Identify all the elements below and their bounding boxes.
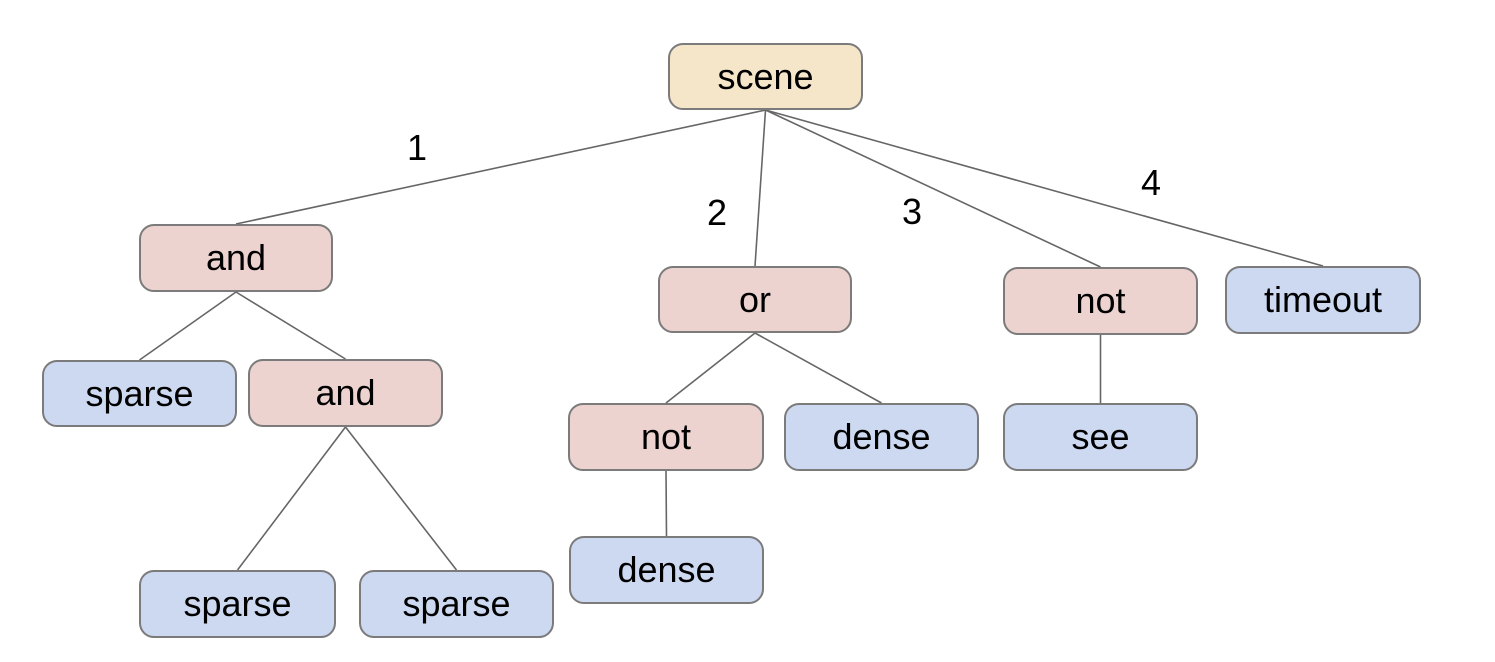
edge-label-timeout: 4 [1140, 162, 1162, 203]
node-or1: or [658, 266, 852, 333]
tree-edge-or1-not2 [665, 332, 756, 404]
tree-edge-scene-and1 [235, 109, 766, 225]
node-and2: and [248, 359, 443, 427]
node-dense2: dense [569, 536, 764, 604]
node-not2: not [568, 403, 764, 471]
tree-edge-scene-timeout [765, 109, 1324, 267]
edge-label-or1: 2 [706, 192, 728, 233]
node-see: see [1003, 403, 1198, 471]
edge-label-and1: 1 [406, 127, 428, 168]
node-sparse3: sparse [359, 570, 554, 638]
tree-edge-or1-dense1 [754, 332, 882, 404]
tree-edge-not2-dense2 [665, 470, 668, 537]
tree-edge-and1-sparse1 [139, 291, 237, 361]
tree-edge-and2-sparse3 [344, 426, 458, 571]
node-scene: scene [668, 43, 863, 110]
node-sparse2: sparse [139, 570, 336, 638]
tree-edge-and1-and2 [235, 291, 346, 360]
tree-edge-scene-or1 [754, 109, 767, 267]
edge-label-not1: 3 [901, 191, 923, 232]
node-timeout: timeout [1225, 266, 1421, 334]
node-sparse1: sparse [42, 360, 237, 427]
node-not1: not [1003, 267, 1198, 335]
tree-edge-and2-sparse2 [236, 426, 347, 571]
tree-edge-scene-not1 [765, 109, 1101, 268]
node-and1: and [139, 224, 333, 292]
node-dense1: dense [784, 403, 979, 471]
